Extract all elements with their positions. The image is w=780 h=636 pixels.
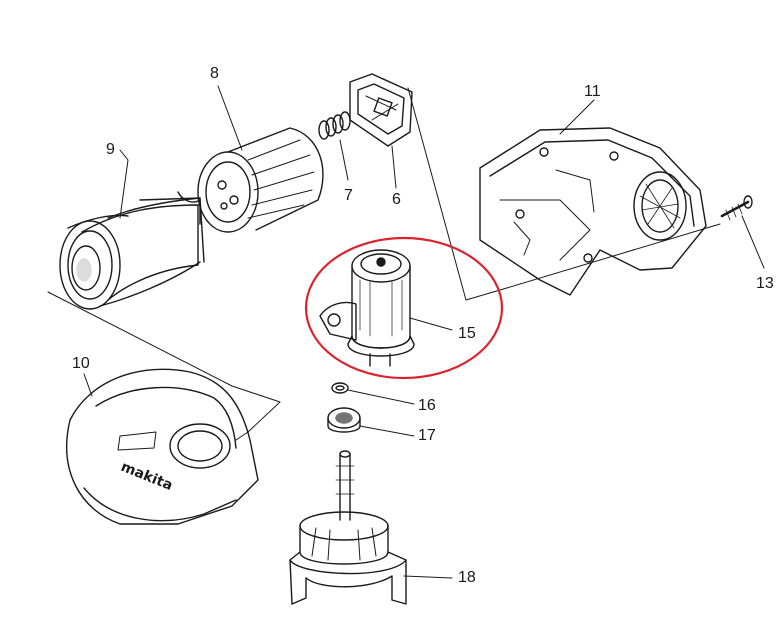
- callout-15: 15: [458, 325, 476, 342]
- leader-8: [217, 85, 243, 151]
- callout-17: 17: [418, 427, 436, 444]
- part-11-motor-housing: [479, 127, 707, 296]
- callout-18: 18: [458, 569, 476, 586]
- leader-6: [391, 145, 397, 189]
- part-9-housing-tube: [59, 191, 205, 310]
- leader-11: [559, 99, 595, 135]
- callout-13: 13: [756, 275, 774, 292]
- part-16-retaining-clip: [331, 382, 349, 394]
- leader-7: [339, 139, 349, 181]
- part-17-bearing: [327, 407, 361, 433]
- part-7-spring: [318, 111, 351, 140]
- highlight-ring: [304, 236, 504, 380]
- part-18-spindle-fan: [289, 450, 407, 605]
- leader-9: [119, 149, 129, 219]
- callout-16: 16: [418, 397, 436, 414]
- leader-16: [347, 389, 415, 405]
- callout-6: 6: [392, 191, 401, 208]
- brand-logo: makita: [119, 459, 175, 494]
- assembly-frame-left: [47, 291, 281, 441]
- assembly-frame-right: [407, 87, 721, 301]
- leader-13: [741, 215, 765, 269]
- part-13-screw: [720, 195, 753, 221]
- leader-17: [359, 425, 415, 437]
- part-10-housing-cover: [66, 368, 259, 525]
- callout-11: 11: [584, 83, 601, 100]
- callout-10: 10: [72, 355, 90, 372]
- logo-area: makita: [119, 459, 175, 494]
- leader-15: [409, 317, 453, 331]
- callout-8: 8: [210, 65, 219, 82]
- part-8-gear-assembly: [197, 127, 324, 233]
- leader-10: [83, 373, 93, 397]
- callout-9: 9: [106, 141, 115, 158]
- leader-18: [403, 575, 453, 579]
- part-15-motor: [319, 249, 415, 367]
- part-6-brush-plate: [349, 73, 413, 147]
- callout-7: 7: [344, 187, 353, 204]
